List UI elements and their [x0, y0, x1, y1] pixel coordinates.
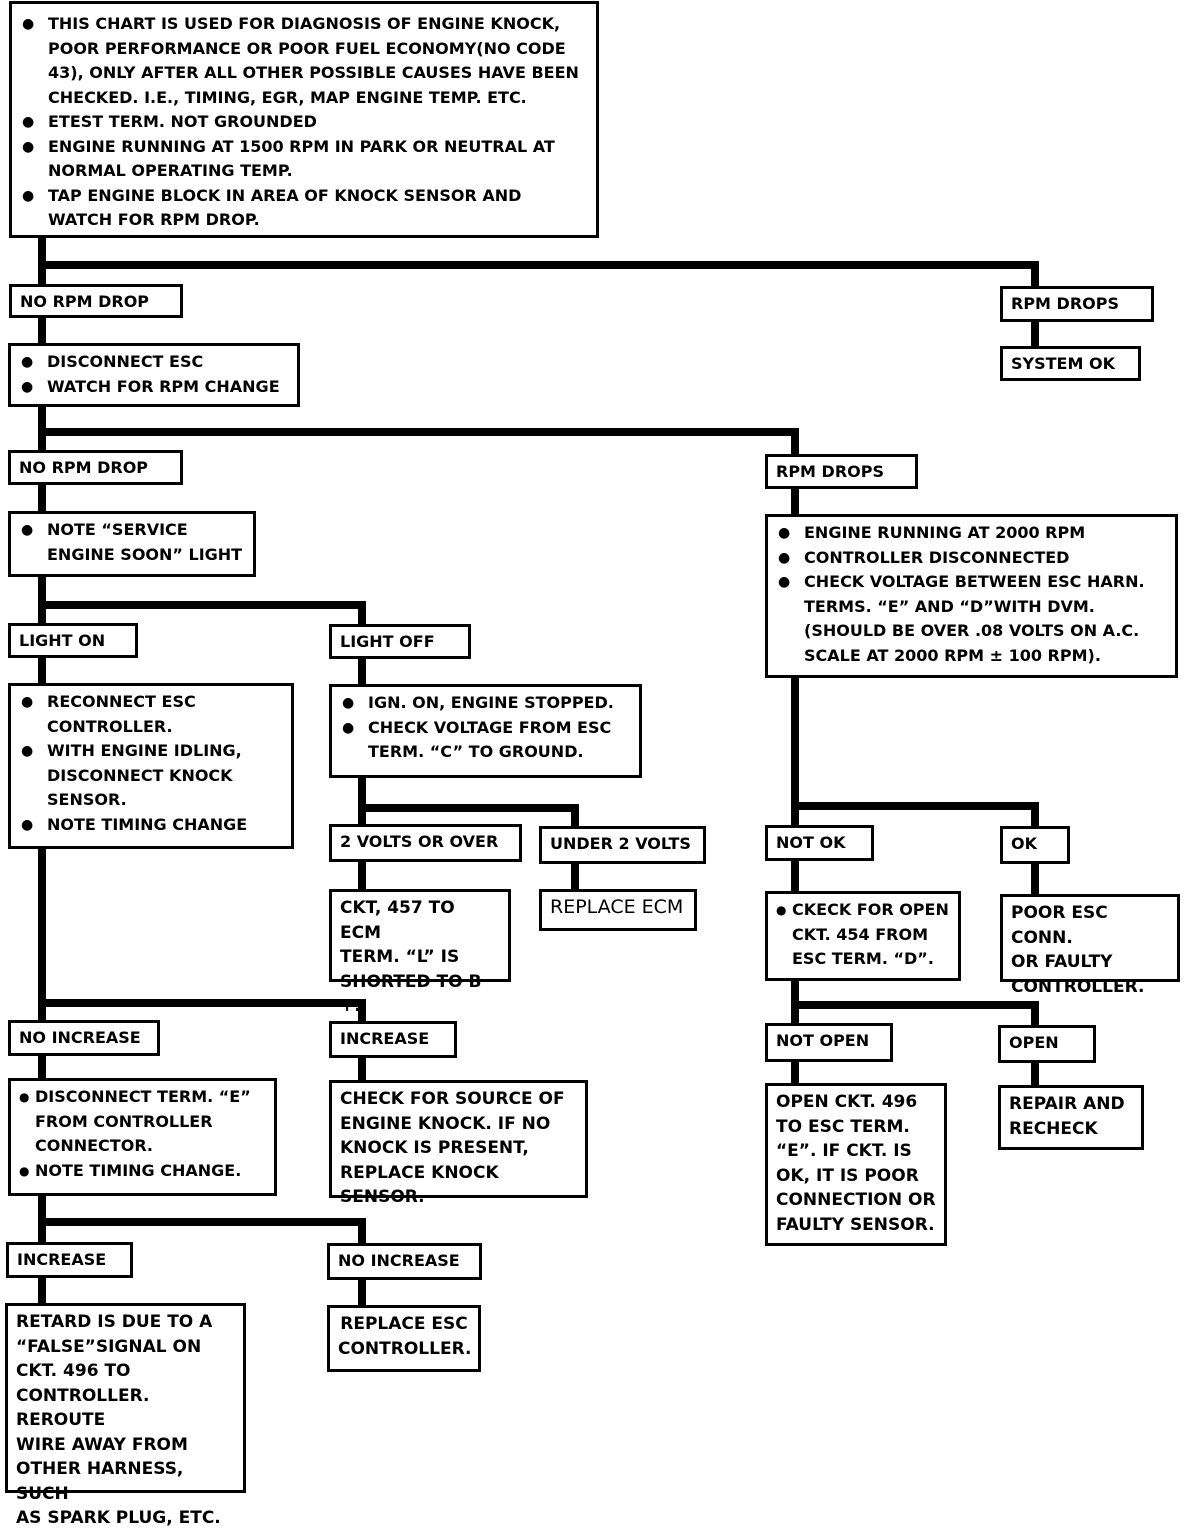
result-text: REPAIR AND RECHECK: [1009, 1094, 1125, 1139]
voltage-check-box: ENGINE RUNNING AT 2000 RPM CONTROLLER DI…: [765, 514, 1178, 678]
step-bullet: ENGINE RUNNING AT 2000 RPM: [776, 521, 1167, 546]
check-open-ckt454-box: CKECK FOR OPEN CKT. 454 FROM ESC TERM. “…: [765, 891, 961, 981]
disconnect-term-e-box: DISCONNECT TERM. “E” FROM CONTROLLER CON…: [8, 1078, 277, 1196]
step-bullet: CHECK VOLTAGE BETWEEN ESC HARN. TERMS. “…: [776, 570, 1167, 668]
step-bullet: CKECK FOR OPEN CKT. 454 FROM ESC TERM. “…: [776, 898, 950, 972]
no-increase-label-1: NO INCREASE: [8, 1020, 160, 1056]
intro-bullet: ETEST TERM. NOT GROUNDED: [20, 110, 588, 135]
ok-label: OK: [1000, 826, 1070, 864]
no-rpm-drop-label-2: NO RPM DROP: [8, 450, 183, 485]
intro-bullet-list: THIS CHART IS USED FOR DIAGNOSIS OF ENGI…: [20, 12, 588, 233]
light-off-label: LIGHT OFF: [329, 624, 471, 659]
step-bullet: WATCH FOR RPM CHANGE: [19, 375, 289, 400]
light-on-steps-box: RECONNECT ESC CONTROLLER. WITH ENGINE ID…: [8, 683, 294, 849]
step-bullet: RECONNECT ESC CONTROLLER.: [19, 690, 283, 739]
disconnect-esc-box: DISCONNECT ESC WATCH FOR RPM CHANGE: [8, 343, 300, 407]
rpm-drops-label-1: RPM DROPS: [1000, 286, 1154, 322]
under-two-volts-label: UNDER 2 VOLTS: [539, 826, 706, 864]
light-off-steps-box: IGN. ON, ENGINE STOPPED. CHECK VOLTAGE F…: [329, 684, 642, 778]
repair-recheck-result: REPAIR AND RECHECK: [998, 1085, 1144, 1150]
false-signal-result: RETARD IS DUE TO A “FALSE”SIGNAL ON CKT.…: [5, 1303, 246, 1528]
replace-ecm-result: REPLACE ECM: [539, 889, 697, 931]
increase-label-2: INCREASE: [6, 1242, 133, 1278]
light-on-label: LIGHT ON: [8, 623, 138, 658]
result-text: POOR ESC CONN. OR FAULTY CONTROLLER.: [1011, 903, 1145, 997]
step-bullet: CONTROLLER DISCONNECTED: [776, 546, 1167, 571]
step-bullet: IGN. ON, ENGINE STOPPED.: [340, 691, 631, 716]
intro-bullet: TAP ENGINE BLOCK IN AREA OF KNOCK SENSOR…: [20, 184, 588, 233]
replace-esc-result: REPLACE ESC CONTROLLER.: [327, 1305, 481, 1372]
no-rpm-drop-label-1: NO RPM DROP: [9, 284, 183, 318]
step-bullet: WITH ENGINE IDLING, DISCONNECT KNOCK SEN…: [19, 739, 283, 813]
check-knock-source-result: CHECK FOR SOURCE OF ENGINE KNOCK. IF NO …: [329, 1080, 588, 1207]
result-text: CKT, 457 TO ECM TERM. “L” IS SHORTED TO …: [340, 898, 482, 1016]
step-bullet: NOTE “SERVICE ENGINE SOON” LIGHT: [19, 518, 245, 567]
step-bullet: DISCONNECT TERM. “E” FROM CONTROLLER CON…: [19, 1085, 266, 1159]
step-bullet: NOTE TIMING CHANGE: [19, 813, 283, 838]
increase-label-1: INCREASE: [329, 1021, 457, 1058]
result-text: CHECK FOR SOURCE OF ENGINE KNOCK. IF NO …: [340, 1089, 565, 1207]
result-text: OPEN CKT. 496 TO ESC TERM. “E”. IF CKT. …: [776, 1092, 936, 1235]
step-bullet: CHECK VOLTAGE FROM ESC TERM. “C” TO GROU…: [340, 716, 631, 765]
not-ok-label: NOT OK: [765, 825, 874, 861]
intro-bullet: THIS CHART IS USED FOR DIAGNOSIS OF ENGI…: [20, 12, 588, 110]
intro-bullet: ENGINE RUNNING AT 1500 RPM IN PARK OR NE…: [20, 135, 588, 184]
two-volts-or-over-label: 2 VOLTS OR OVER: [329, 824, 522, 862]
step-bullet: NOTE TIMING CHANGE.: [19, 1159, 266, 1184]
rpm-drops-label-2: RPM DROPS: [765, 454, 918, 489]
flowchart-connectors: [38, 233, 1039, 1311]
not-open-label: NOT OPEN: [765, 1023, 893, 1062]
intro-instructions-box: THIS CHART IS USED FOR DIAGNOSIS OF ENGI…: [9, 1, 599, 238]
note-service-engine-box: NOTE “SERVICE ENGINE SOON” LIGHT: [8, 511, 256, 577]
result-text: RETARD IS DUE TO A “FALSE”SIGNAL ON CKT.…: [16, 1312, 221, 1528]
no-increase-label-2: NO INCREASE: [327, 1243, 482, 1280]
system-ok-result: SYSTEM OK: [1000, 346, 1141, 381]
poor-esc-connection-result: POOR ESC CONN. OR FAULTY CONTROLLER.: [1000, 894, 1180, 997]
step-bullet: DISCONNECT ESC: [19, 350, 289, 375]
open-ckt496-result: OPEN CKT. 496 TO ESC TERM. “E”. IF CKT. …: [765, 1083, 947, 1246]
result-text: REPLACE ESC CONTROLLER.: [338, 1314, 472, 1359]
ckt457-shorted-result: CKT, 457 TO ECM TERM. “L” IS SHORTED TO …: [329, 889, 511, 1016]
open-label: OPEN: [998, 1025, 1096, 1063]
